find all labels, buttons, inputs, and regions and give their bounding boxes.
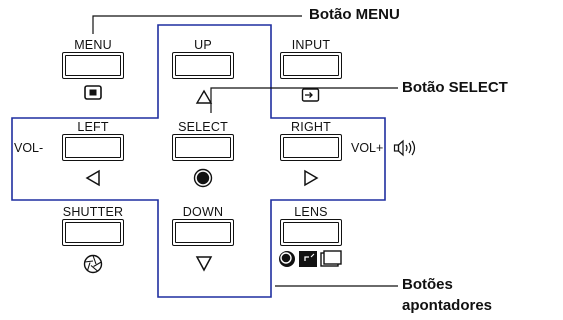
vol-plus-label: VOL+ [351, 141, 384, 155]
select-button[interactable] [172, 134, 234, 161]
right-triangle-icon [304, 169, 319, 187]
down-button-label: DOWN [182, 205, 224, 219]
left-button[interactable] [62, 134, 124, 161]
select-button-label: SELECT [178, 120, 228, 134]
menu-button[interactable] [62, 52, 124, 79]
left-button-label: LEFT [77, 120, 109, 134]
lens-focus-zoom-shift-icon [279, 250, 342, 267]
speaker-volume-icon [393, 139, 416, 157]
input-button-label: INPUT [291, 38, 331, 52]
pointer-buttons-outline [11, 24, 386, 298]
menu-callout: Botão MENU [309, 6, 400, 23]
vol-minus-label: VOL- [14, 141, 44, 155]
input-button[interactable] [280, 52, 342, 79]
shutter-button[interactable] [62, 219, 124, 246]
menu-callout-line [92, 15, 302, 34]
pointers-callout-line1: Botões [402, 276, 453, 293]
left-triangle-icon [85, 169, 100, 187]
input-source-icon [301, 88, 320, 102]
right-button[interactable] [280, 134, 342, 161]
down-triangle-icon [195, 256, 213, 272]
menu-button-label: MENU [74, 38, 112, 52]
shutter-aperture-icon [83, 254, 103, 274]
up-button-label: UP [194, 38, 212, 52]
down-button[interactable] [172, 219, 234, 246]
filled-circle-icon [193, 168, 213, 188]
lens-button[interactable] [280, 219, 342, 246]
select-callout: Botão SELECT [402, 79, 508, 96]
up-button[interactable] [172, 52, 234, 79]
select-callout-line [210, 87, 398, 113]
right-button-label: RIGHT [291, 120, 331, 134]
stop-square-icon [84, 85, 102, 100]
lens-button-label: LENS [294, 205, 328, 219]
shutter-button-label: SHUTTER [62, 205, 124, 219]
pointers-callout-line2: apontadores [402, 297, 493, 314]
up-triangle-icon [195, 89, 213, 104]
